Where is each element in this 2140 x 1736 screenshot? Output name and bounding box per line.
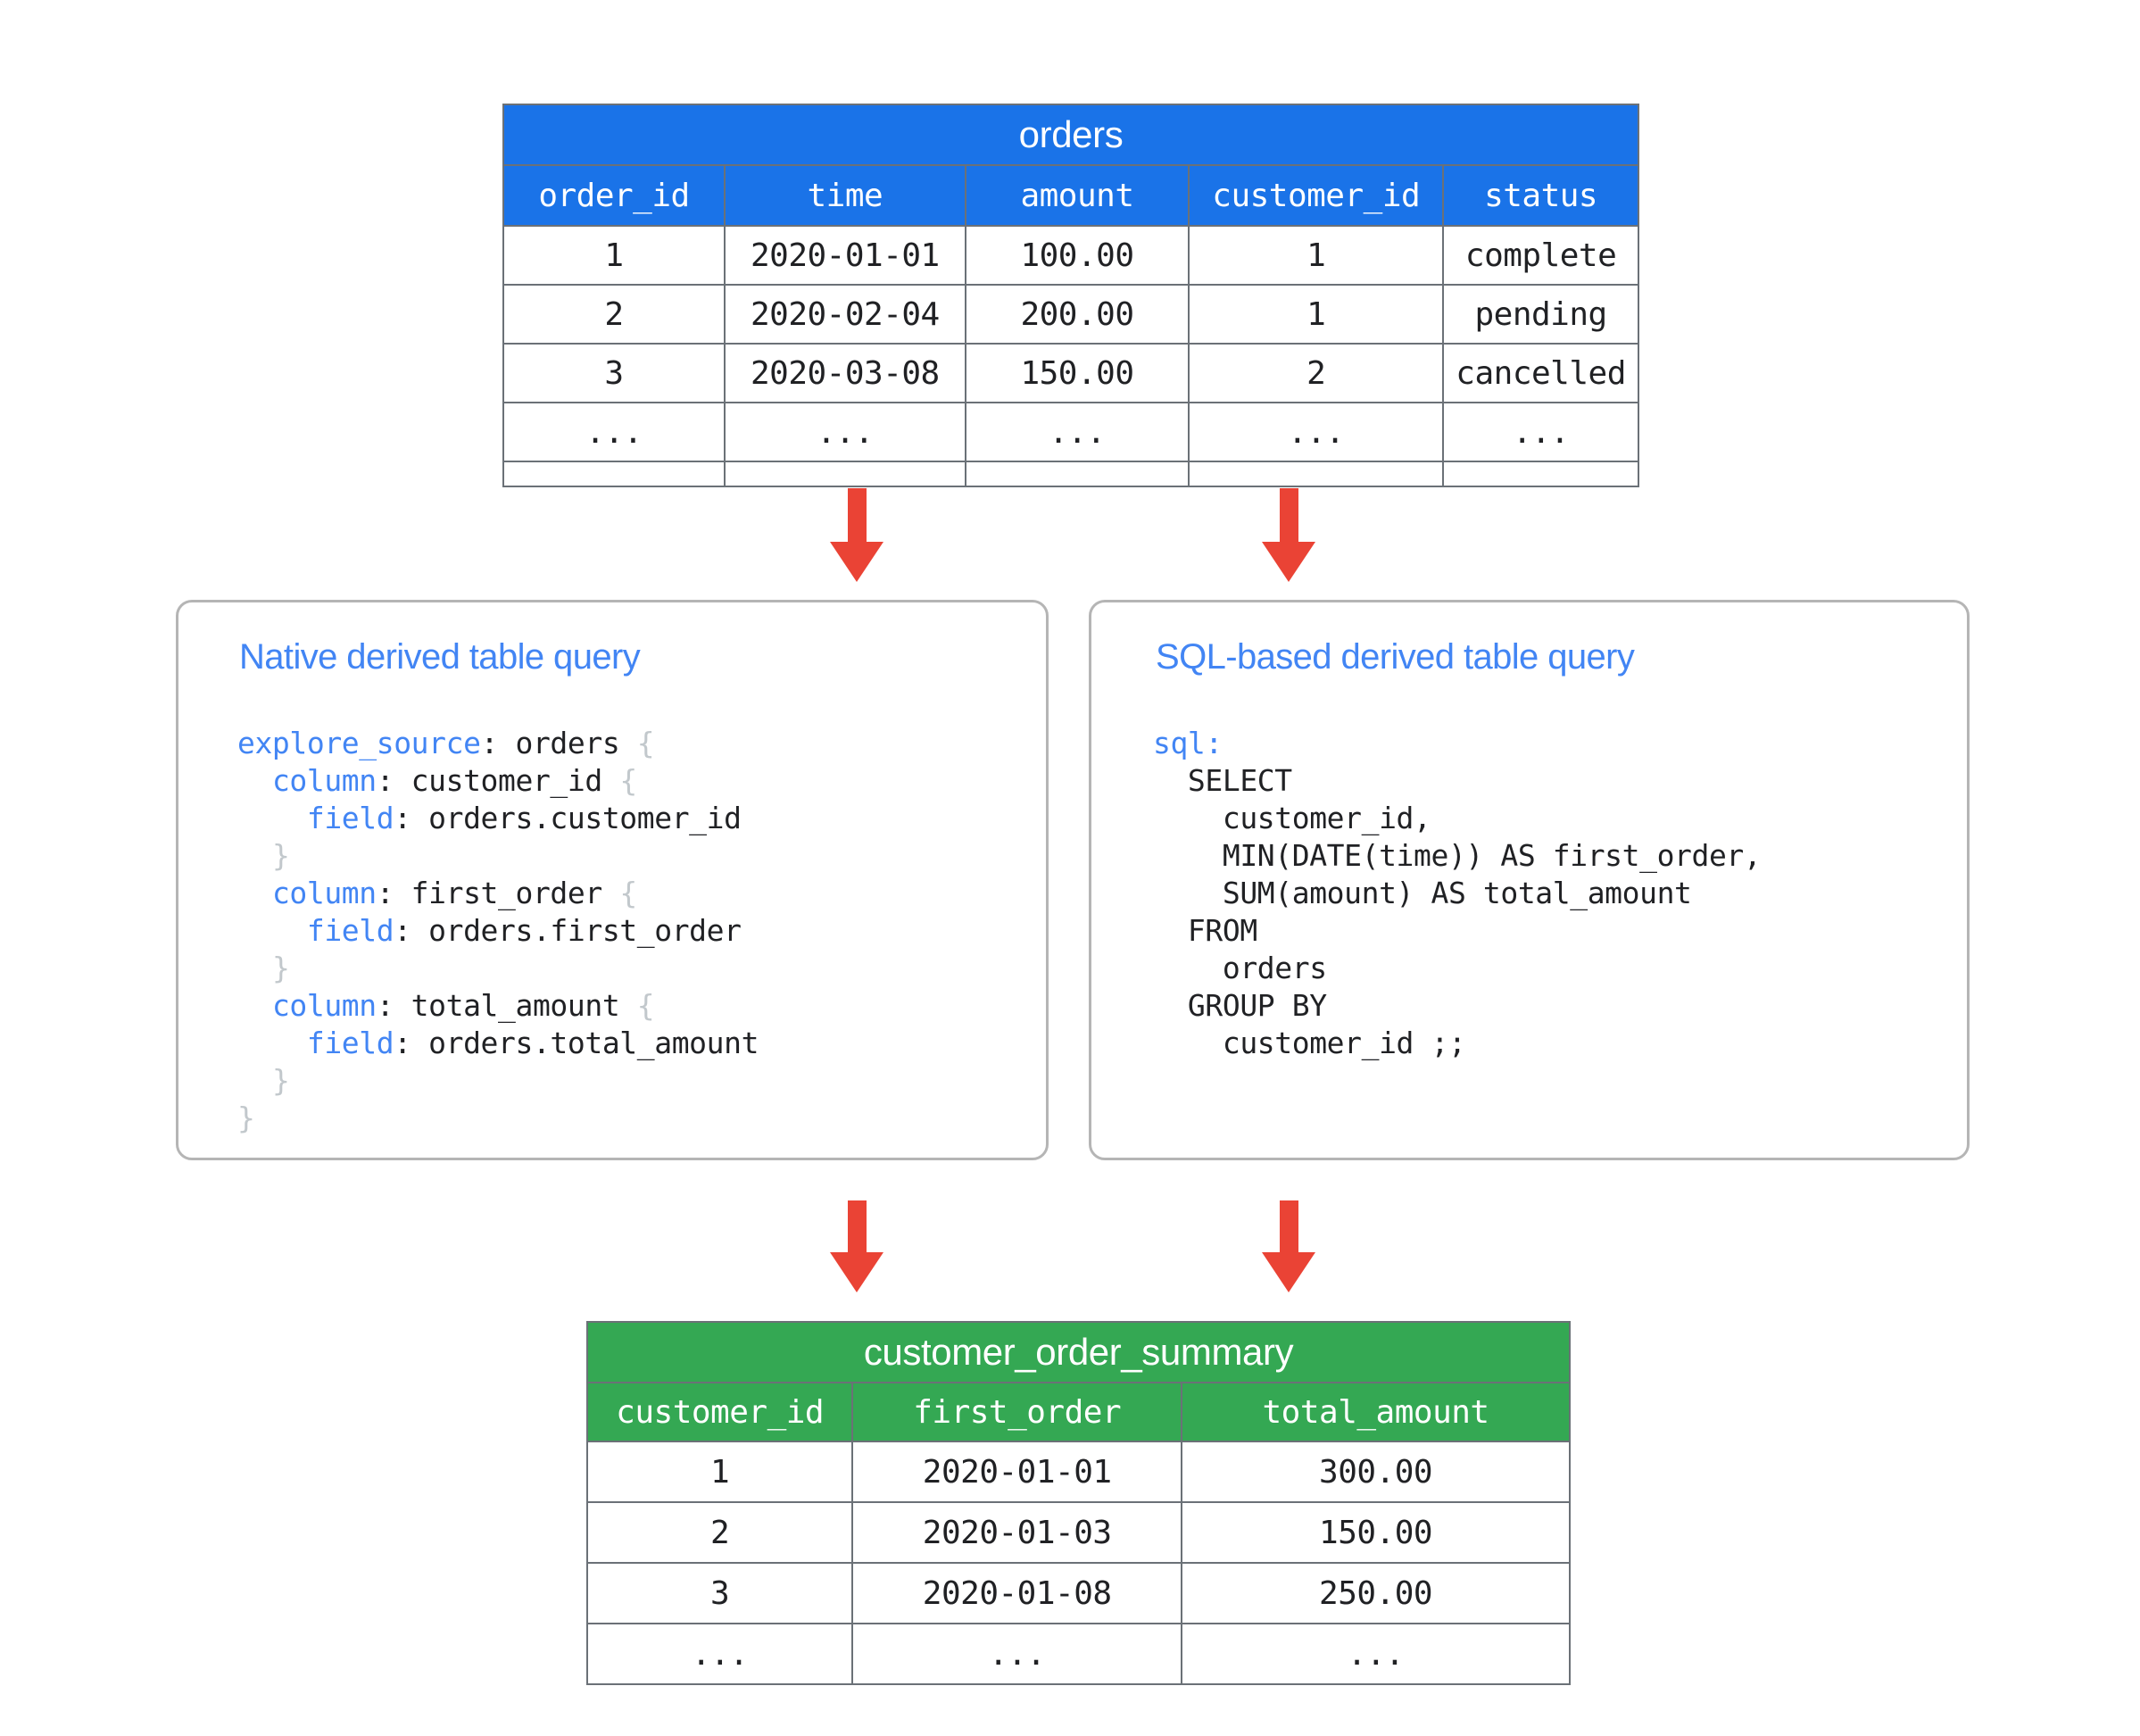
cell-status: cancelled — [1442, 343, 1639, 403]
summary-col-total-amount: total_amount — [1181, 1382, 1571, 1442]
code-line: MIN(DATE(time)) AS first_order, — [1153, 838, 1762, 873]
code-line: SELECT — [1153, 763, 1292, 798]
cell-status: pending — [1442, 284, 1639, 345]
code-line: } — [237, 1101, 255, 1135]
native-derived-table-panel — [176, 600, 1049, 1160]
orders-col-time: time — [724, 164, 966, 227]
cell-order-id: 1 — [502, 225, 726, 286]
cell-ellipsis: ... — [585, 1623, 854, 1685]
cell-time: 2020-01-01 — [724, 225, 966, 286]
table-row-clipped — [502, 461, 1639, 487]
code-line: field: orders.customer_id — [306, 801, 742, 835]
cell-time: 2020-03-08 — [724, 343, 966, 403]
code-line: FROM — [1153, 913, 1257, 948]
table-row: 3 2020-03-08 150.00 2 cancelled — [502, 343, 1639, 403]
cell-ellipsis: ... — [724, 402, 966, 462]
code-line: sql: — [1153, 726, 1223, 760]
cell-order-id: 3 — [502, 343, 726, 403]
cell-ellipsis: ... — [964, 402, 1190, 462]
native-derived-table-code: explore_source: orders { column: custome… — [237, 725, 759, 1137]
code-line: column: first_order { — [271, 876, 637, 910]
code-line: orders — [1153, 951, 1327, 985]
cell-amount: 200.00 — [964, 284, 1190, 345]
code-line: GROUP BY — [1153, 988, 1327, 1023]
orders-col-amount: amount — [964, 164, 1190, 227]
orders-table: orders order_id time amount customer_id … — [502, 104, 1639, 487]
cell-first-order: 2020-01-08 — [851, 1562, 1183, 1624]
arrow-sql-to-summary-icon — [1262, 1200, 1315, 1292]
code-line: column: customer_id { — [271, 763, 637, 798]
cell-ellipsis: ... — [502, 402, 726, 462]
sql-panel-title: SQL-based derived table query — [1156, 637, 1635, 677]
cell-customer-id: 3 — [585, 1562, 854, 1624]
cell-amount: 150.00 — [964, 343, 1190, 403]
arrow-orders-to-native-icon — [830, 488, 883, 582]
table-row-ellipsis: ... ... ... — [585, 1623, 1571, 1685]
summary-table-header-row: customer_id first_order total_amount — [585, 1382, 1571, 1442]
cell-first-order: 2020-01-03 — [851, 1501, 1183, 1564]
cell-clipped — [502, 461, 726, 487]
native-panel-title: Native derived table query — [239, 637, 641, 677]
cell-customer-id: 2 — [1188, 343, 1445, 403]
cell-ellipsis: ... — [1442, 402, 1639, 462]
orders-col-status: status — [1442, 164, 1639, 227]
summary-col-first-order: first_order — [851, 1382, 1183, 1442]
cell-clipped — [724, 461, 966, 487]
cell-clipped — [1442, 461, 1639, 487]
code-line: field: orders.total_amount — [306, 1026, 759, 1060]
cell-status: complete — [1442, 225, 1639, 286]
table-row: 1 2020-01-01 300.00 — [585, 1441, 1571, 1503]
summary-col-customer-id: customer_id — [585, 1382, 854, 1442]
cell-amount: 100.00 — [964, 225, 1190, 286]
cell-order-id: 2 — [502, 284, 726, 345]
orders-col-customer-id: customer_id — [1188, 164, 1445, 227]
sql-derived-table-code: sql: SELECT customer_id, MIN(DATE(time))… — [1153, 725, 1762, 1062]
table-row-ellipsis: ... ... ... ... ... — [502, 402, 1639, 462]
cell-customer-id: 1 — [1188, 225, 1445, 286]
orders-col-order-id: order_id — [502, 164, 726, 227]
sql-derived-table-panel — [1089, 600, 1970, 1160]
cell-total-amount: 300.00 — [1181, 1441, 1571, 1503]
cell-ellipsis: ... — [1181, 1623, 1571, 1685]
orders-table-title-row: orders — [502, 104, 1639, 166]
code-line: column: total_amount { — [271, 988, 655, 1023]
code-line: } — [271, 1063, 290, 1098]
arrow-orders-to-sql-icon — [1262, 488, 1315, 582]
table-row: 2 2020-02-04 200.00 1 pending — [502, 284, 1639, 345]
cell-first-order: 2020-01-01 — [851, 1441, 1183, 1503]
cell-ellipsis: ... — [851, 1623, 1183, 1685]
cell-total-amount: 150.00 — [1181, 1501, 1571, 1564]
cell-total-amount: 250.00 — [1181, 1562, 1571, 1624]
code-line: explore_source: orders { — [237, 726, 655, 760]
cell-customer-id: 1 — [1188, 284, 1445, 345]
summary-table-title-row: customer_order_summary — [586, 1321, 1571, 1383]
cell-ellipsis: ... — [1188, 402, 1445, 462]
orders-table-title: orders — [502, 104, 1639, 166]
cell-customer-id: 1 — [585, 1441, 854, 1503]
code-line: field: orders.first_order — [306, 913, 742, 948]
orders-table-header-row: order_id time amount customer_id status — [502, 164, 1639, 227]
table-row: 1 2020-01-01 100.00 1 complete — [502, 225, 1639, 286]
cell-clipped — [1188, 461, 1445, 487]
customer-order-summary-table: customer_order_summary customer_id first… — [585, 1321, 1571, 1685]
code-line: } — [271, 951, 290, 985]
cell-clipped — [964, 461, 1190, 487]
code-line: SUM(amount) AS total_amount — [1153, 876, 1692, 910]
table-row: 3 2020-01-08 250.00 — [585, 1562, 1571, 1624]
code-line: customer_id, — [1153, 801, 1431, 835]
code-line: customer_id ;; — [1153, 1026, 1466, 1060]
summary-table-title: customer_order_summary — [586, 1321, 1571, 1383]
table-row: 2 2020-01-03 150.00 — [585, 1501, 1571, 1564]
cell-time: 2020-02-04 — [724, 284, 966, 345]
code-line: } — [271, 838, 290, 873]
cell-customer-id: 2 — [585, 1501, 854, 1564]
arrow-native-to-summary-icon — [830, 1200, 883, 1292]
